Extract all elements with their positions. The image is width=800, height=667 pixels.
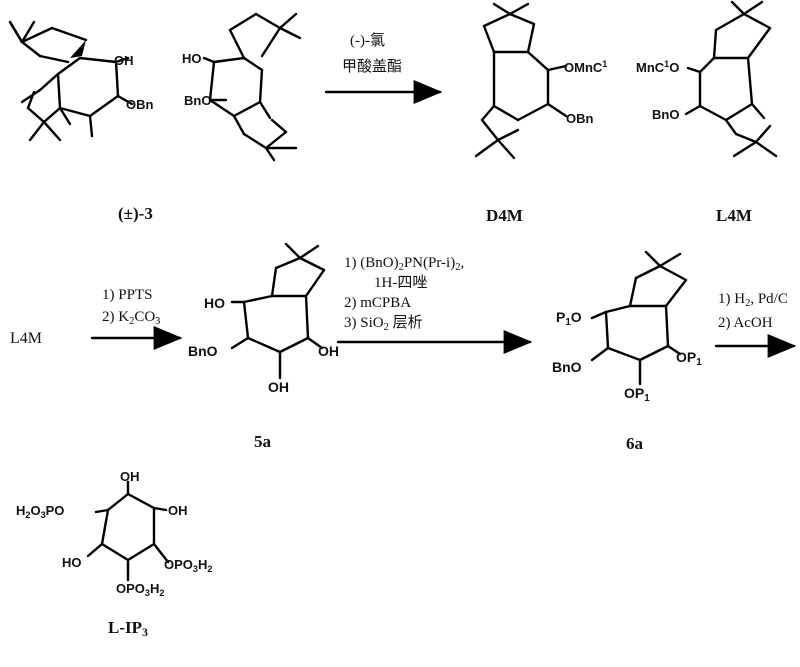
molecule-3b <box>202 12 302 162</box>
molecule-l4m <box>684 0 778 158</box>
label-5a-oh-bottom: OH <box>268 379 289 395</box>
label-6a-op1-right: OP1 <box>676 349 702 368</box>
label-bno: BnO <box>184 93 212 108</box>
label-5a-bno: BnO <box>188 343 218 359</box>
molecule-lip3 <box>86 480 170 582</box>
label-lip3-oh-right: OH <box>168 503 188 518</box>
molecule-d4m <box>474 2 568 160</box>
molecule-5a <box>230 242 326 380</box>
reagent-step2-line1: 1) PPTS <box>102 287 153 303</box>
label-mnco: MnC1O <box>636 59 680 75</box>
compound-name-6a: 6a <box>626 434 643 453</box>
reagent-step1-line1: (-)-氯 <box>350 33 385 49</box>
reagent-step2-line2: 2) K2CO3 <box>102 309 161 327</box>
label-omnc: OMnC1 <box>564 59 608 75</box>
compound-name-l4m: L4M <box>716 206 752 225</box>
label-d4m-obn: OBn <box>566 111 594 126</box>
label-lip3-opo3h2-right: OPO3H2 <box>164 557 213 574</box>
label-6a-op1-bottom: OP1 <box>624 385 650 404</box>
compound-name-d4m: D4M <box>486 206 523 225</box>
reagent-step3-line3: 2) mCPBA <box>344 295 412 311</box>
start-l4m: L4M <box>10 330 42 347</box>
reagent-step1-line2: 甲酸盖酯 <box>342 59 403 75</box>
label-oh: OH <box>114 53 134 68</box>
reagent-step4-line2: 2) AcOH <box>718 315 773 331</box>
label-obn: OBn <box>126 97 154 112</box>
label-lip3-oh-top: OH <box>120 469 140 484</box>
reagent-step4-line1: 1) H2, Pd/C <box>718 291 788 309</box>
label-5a-oh-right: OH <box>318 343 339 359</box>
reagent-step3-line2: 1H-四唑 <box>374 275 428 291</box>
compound-name-5a: 5a <box>254 432 271 451</box>
label-ho: HO <box>182 51 202 66</box>
label-lip3-ho-left: HO <box>62 555 82 570</box>
label-lip3-opo3h2-bottom: OPO3H2 <box>116 581 165 598</box>
label-6a-bno: BnO <box>552 359 582 375</box>
compound-name-lip3: L-IP3 <box>108 618 148 639</box>
label-5a-ho: HO <box>204 295 225 311</box>
reagent-step3-line4: 3) SiO2 层析 <box>344 315 423 333</box>
label-l4m-bno: BnO <box>652 107 680 122</box>
molecule-6a <box>590 250 688 386</box>
compound-name-3: (±)-3 <box>118 204 153 223</box>
reagent-step3-line1: 1) (BnO)2PN(Pr-i)2, <box>344 255 465 273</box>
label-6a-p1o: P1O <box>556 309 582 328</box>
molecule-3a <box>8 20 134 142</box>
label-lip3-h2o3po: H2O3PO <box>16 503 65 520</box>
